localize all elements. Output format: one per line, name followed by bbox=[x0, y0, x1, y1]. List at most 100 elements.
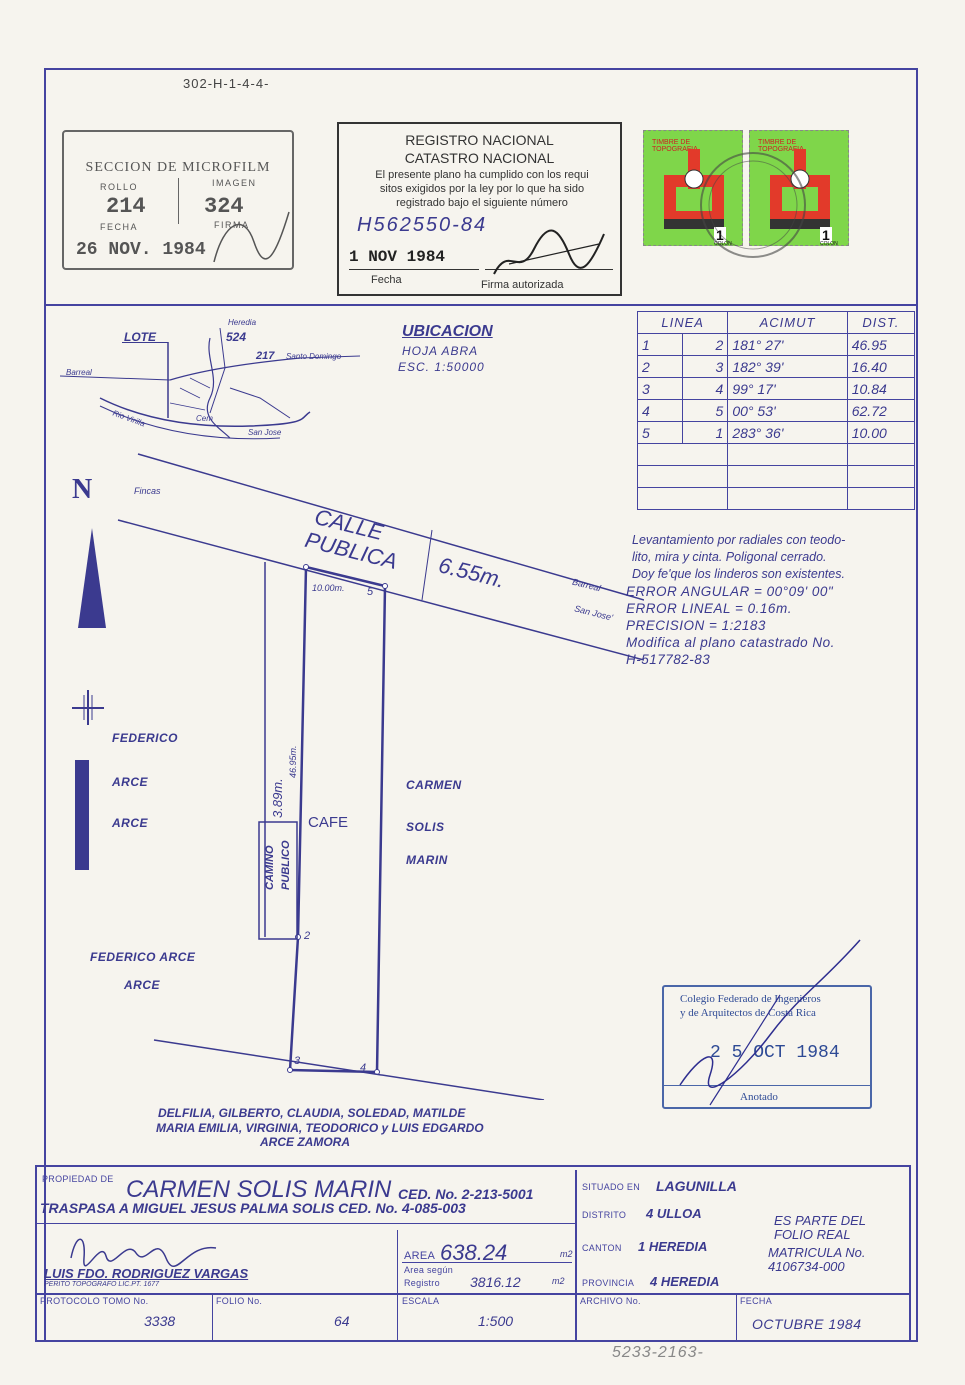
sw-owner-1: FEDERICO ARCE bbox=[90, 950, 196, 964]
table-row: 1 2 181° 27' 46.95 bbox=[636, 333, 916, 356]
cafe-label: CAFE bbox=[308, 814, 349, 831]
table-row: 2 3 182° 39' 16.40 bbox=[636, 355, 916, 378]
provincia-value: 4 HEREDIA bbox=[650, 1274, 720, 1289]
registro-line2: CATASTRO NACIONAL bbox=[404, 150, 555, 166]
ubicacion-escala: ESC. 1:50000 bbox=[398, 360, 485, 374]
top-reference: 302-H-1-4-4- bbox=[183, 76, 270, 91]
topografo-name: LUIS FDO. RODRIGUEZ VARGAS bbox=[44, 1266, 249, 1281]
azimuth-table: LINEA ACIMUT DIST. 1 2 181° 27' 46.95 2 … bbox=[636, 311, 916, 510]
east-owner-3: MARIN bbox=[406, 853, 448, 867]
topografo-signature-icon bbox=[70, 1238, 217, 1267]
fecha-value: OCTUBRE 1984 bbox=[752, 1316, 862, 1332]
fecha-label: FECHA bbox=[740, 1296, 773, 1306]
registro-body3: registrado bajo el siguiente número bbox=[396, 197, 568, 209]
microfilm-title: SECCION DE MICROFILM bbox=[85, 160, 271, 175]
folio-label: FOLIO No. bbox=[216, 1296, 263, 1306]
microfilm-signature-icon bbox=[213, 211, 290, 263]
table-row: 5 1 283° 36' 10.00 bbox=[636, 421, 916, 444]
south-owners-2: MARIA EMILIA, VIRGINIA, TEODORICO y LUIS… bbox=[156, 1121, 484, 1135]
east-owner-2: SOLIS bbox=[406, 820, 445, 834]
stamp-1: TIMBRE DE TOPOGRAFIA 1 COLON bbox=[643, 130, 743, 247]
map-cem: Cem bbox=[196, 414, 213, 423]
registro-label: Registro bbox=[404, 1278, 440, 1288]
cedula-1: CED. No. 2-213-5001 bbox=[398, 1186, 534, 1202]
point-2: 2 bbox=[304, 930, 311, 942]
situado-label: SITUADO EN bbox=[582, 1182, 641, 1192]
area-unit: m2 bbox=[560, 1249, 573, 1259]
colegio-stamp: Colegio Federado de Ingenieros y de Arqu… bbox=[662, 985, 872, 1109]
camino-label: CAMINO bbox=[264, 845, 276, 890]
map-san-jose: San Jose bbox=[248, 428, 282, 437]
distrito-value: 4 ULLOA bbox=[646, 1206, 702, 1221]
col-acimut: ACIMUT bbox=[727, 311, 848, 334]
folio-value: 64 bbox=[334, 1313, 350, 1329]
col-dist: DIST. bbox=[846, 311, 916, 334]
registro-body2: sitos exigidos por la ley por lo que ha … bbox=[379, 183, 585, 195]
fecha-label: FECHA bbox=[100, 222, 139, 232]
canton-value: 1 HEREDIA bbox=[638, 1239, 708, 1254]
map-lote: LOTE bbox=[124, 330, 156, 344]
registro-firma-label: Firma autorizada bbox=[481, 279, 564, 291]
rollo-label: ROLLO bbox=[100, 182, 139, 192]
registro-body1: El presente plano ha cumplido con los re… bbox=[375, 169, 589, 181]
stamp-emblem-icon bbox=[664, 149, 724, 229]
area-label: AREA bbox=[404, 1250, 436, 1262]
archivo-label: ARCHIVO No. bbox=[580, 1296, 641, 1306]
canton-label: CANTON bbox=[582, 1243, 622, 1253]
registro-fecha-label: Fecha bbox=[371, 274, 402, 286]
fincas-label: Fincas bbox=[134, 486, 161, 496]
point-5: 5 bbox=[367, 586, 374, 598]
registro-area: 3816.12 bbox=[470, 1274, 521, 1290]
firma-label: FIRMA bbox=[214, 220, 250, 230]
colegio-signature-icon bbox=[679, 939, 861, 1106]
microfilm-divider bbox=[178, 178, 179, 224]
colegio-date: 2 5 OCT 1984 bbox=[710, 1043, 840, 1063]
escala-label: ESCALA bbox=[402, 1296, 440, 1306]
registro-nacional-stamp: REGISTRO NACIONAL CATASTRO NACIONAL El p… bbox=[337, 122, 622, 296]
stamp-2: TIMBRE DE TOPOGRAFIA 1 COLON bbox=[749, 130, 849, 247]
tomo-value: 3338 bbox=[144, 1313, 176, 1329]
registro-line1: REGISTRO NACIONAL bbox=[405, 132, 554, 148]
west-owner-3: ARCE bbox=[112, 816, 149, 830]
west-owner-1: FEDERICO bbox=[112, 731, 179, 745]
map-217: 217 bbox=[256, 350, 275, 362]
perito-label: PERITO TOPOGRAFO LIC.PT. 1677 bbox=[44, 1281, 160, 1288]
publico-label: PUBLICO bbox=[280, 840, 292, 891]
postmark-icon bbox=[700, 152, 806, 258]
map-barreal: Barreal bbox=[66, 368, 92, 377]
point-3: 3 bbox=[294, 1055, 301, 1067]
provincia-label: PROVINCIA bbox=[582, 1278, 635, 1288]
propietario: CARMEN SOLIS MARIN bbox=[126, 1176, 392, 1203]
dist-389: 3.89m. bbox=[270, 778, 285, 818]
imagen-value: 324 bbox=[204, 194, 244, 219]
south-owners-1: DELFILIA, GILBERTO, CLAUDIA, SOLEDAD, MA… bbox=[158, 1106, 466, 1120]
ubicacion-title: UBICACION bbox=[402, 323, 493, 340]
area-value: 638.24 bbox=[440, 1240, 508, 1265]
bottom-reference: 5233-2163- bbox=[612, 1344, 704, 1361]
dist-10m: 10.00m. bbox=[312, 583, 345, 593]
south-owners-3: ARCE ZAMORA bbox=[260, 1135, 350, 1149]
rollo-value: 214 bbox=[106, 194, 146, 219]
situado-value: LAGUNILLA bbox=[656, 1178, 737, 1194]
table-row: 4 5 00° 53' 62.72 bbox=[636, 399, 916, 422]
protocolo-label: PROTOCOLO TOMO No. bbox=[40, 1296, 149, 1306]
point-4: 4 bbox=[360, 1062, 367, 1074]
microfilm-date: 26 NOV. 1984 bbox=[76, 240, 206, 260]
survey-errors: ERROR ANGULAR = 00°09' 00" ERROR LINEAL … bbox=[626, 584, 835, 667]
registro-signature-icon bbox=[493, 229, 605, 275]
registro-date: 1 NOV 1984 bbox=[349, 248, 446, 266]
map-heredia: Heredia bbox=[228, 318, 257, 327]
registro-unit: m2 bbox=[552, 1276, 565, 1286]
site-plan bbox=[72, 453, 644, 1100]
col-linea: LINEA bbox=[636, 311, 729, 334]
propiedad-label: PROPIEDAD DE bbox=[42, 1174, 114, 1184]
microfilm-stamp: SECCION DE MICROFILM ROLLO IMAGEN 214 32… bbox=[62, 130, 294, 270]
west-owner-2: ARCE bbox=[112, 775, 149, 789]
east-owner-1: CARMEN bbox=[406, 778, 462, 792]
area-segun: Area según bbox=[404, 1265, 454, 1275]
north-label: N bbox=[72, 474, 93, 505]
dist-4695: 46.95m. bbox=[288, 745, 298, 778]
imagen-label: IMAGEN bbox=[212, 178, 257, 188]
map-santo-domingo: Santo Domingo bbox=[286, 352, 342, 361]
